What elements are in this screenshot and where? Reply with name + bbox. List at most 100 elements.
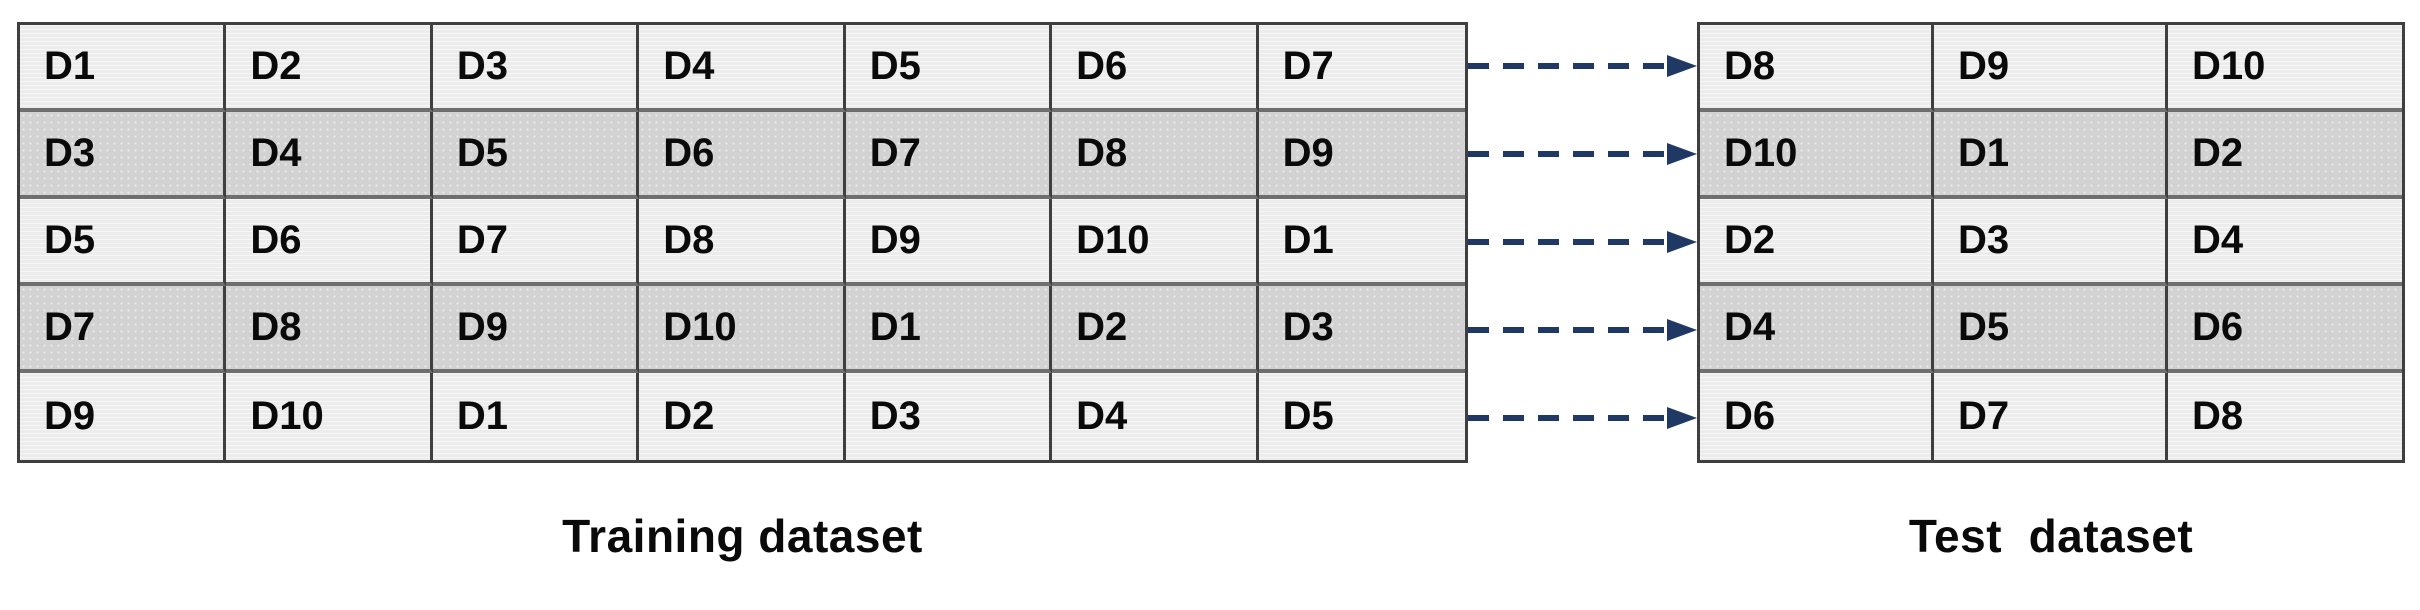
- test-cell-text: D5: [1958, 305, 2010, 349]
- test-cell-text: D1: [1958, 131, 2010, 175]
- training-cell-text: D3: [1282, 305, 1334, 349]
- training-cell-text: D8: [1076, 131, 1128, 175]
- test-cell-r3-c1: D2: [1700, 199, 1934, 286]
- test-cell-text: D9: [1958, 44, 2010, 88]
- training-cell-text: D2: [663, 394, 715, 438]
- row-mapping-arrow-1: [1468, 55, 1697, 77]
- training-cell-text: D9: [1282, 131, 1334, 175]
- training-cell-r1-c6: D6: [1052, 25, 1259, 112]
- test-cell-text: D4: [1724, 305, 1776, 349]
- training-cell-text: D2: [250, 44, 302, 88]
- test-cell-r2-c2: D1: [1934, 112, 2168, 199]
- training-cell-r3-c2: D6: [226, 199, 433, 286]
- arrowhead-icon: [1667, 319, 1697, 341]
- training-cell-r4-c7: D3: [1258, 286, 1465, 373]
- test-dataset-label: Test dataset: [1908, 510, 2194, 562]
- training-cell-r1-c7: D7: [1258, 25, 1465, 112]
- training-cell-r1-c1: D1: [20, 25, 227, 112]
- training-cell-text: D1: [1282, 218, 1334, 262]
- test-cell-r4-c1: D4: [1700, 286, 1934, 373]
- test-cell-r4-c2: D5: [1934, 286, 2168, 373]
- training-cell-text: D7: [456, 218, 508, 262]
- test-cell-text: D10: [1724, 131, 1798, 175]
- training-cell-text: D10: [250, 394, 324, 438]
- arrowhead-icon: [1667, 407, 1697, 429]
- test-cell-text: D10: [2192, 44, 2266, 88]
- training-cell-r2-c1: D3: [20, 112, 227, 199]
- training-cell-r3-c5: D9: [845, 199, 1053, 286]
- training-cell-r3-c4: D8: [639, 199, 846, 286]
- test-cell-text: D2: [2192, 131, 2244, 175]
- training-cell-text: D6: [1076, 44, 1128, 88]
- test-cell-r4-c3: D6: [2168, 286, 2402, 373]
- training-cell-r1-c4: D4: [639, 25, 846, 112]
- training-cell-r5-c7: D5: [1258, 373, 1465, 460]
- test-cell-text: D3: [1958, 218, 2010, 262]
- training-cell-r1-c3: D3: [432, 25, 640, 112]
- training-cell-text: D3: [44, 131, 96, 175]
- training-cell-text: D7: [869, 131, 921, 175]
- training-cell-r2-c7: D9: [1258, 112, 1465, 199]
- test-cell-text: D6: [1724, 394, 1776, 438]
- arrowhead-icon: [1667, 143, 1697, 165]
- training-cell-r1-c2: D2: [226, 25, 433, 112]
- training-cell-text: D9: [44, 394, 96, 438]
- test-cell-r2-c3: D2: [2168, 112, 2402, 199]
- test-cell-r1-c1: D8: [1700, 25, 1934, 112]
- training-cell-r4-c3: D9: [432, 286, 640, 373]
- training-cell-r4-c5: D1: [845, 286, 1053, 373]
- training-cell-text: D5: [44, 218, 96, 262]
- arrowhead-icon: [1667, 231, 1697, 253]
- row-mapping-arrow-2: [1468, 143, 1697, 165]
- test-cell-r1-c2: D9: [1934, 25, 2168, 112]
- training-cell-r5-c2: D10: [226, 373, 433, 460]
- test-cell-r5-c3: D8: [2168, 373, 2402, 460]
- training-cell-r2-c2: D4: [226, 112, 433, 199]
- training-cell-r5-c3: D1: [432, 373, 640, 460]
- test-cell-r2-c1: D10: [1700, 112, 1934, 199]
- arrowhead-icon: [1667, 55, 1697, 77]
- training-cell-text: D7: [44, 305, 96, 349]
- training-cell-text: D8: [250, 305, 302, 349]
- training-cell-r5-c4: D2: [639, 373, 846, 460]
- training-cell-r4-c6: D2: [1052, 286, 1259, 373]
- test-cell-r3-c3: D4: [2168, 199, 2402, 286]
- training-cell-r3-c1: D5: [20, 199, 227, 286]
- training-cell-text: D4: [250, 131, 302, 175]
- test-cell-text: D4: [2192, 218, 2244, 262]
- training-cell-text: D9: [456, 305, 508, 349]
- training-cell-r2-c3: D5: [432, 112, 640, 199]
- training-cell-r5-c1: D9: [20, 373, 227, 460]
- test-cell-r1-c3: D10: [2168, 25, 2402, 112]
- training-cell-r1-c5: D5: [845, 25, 1053, 112]
- test-cell-text: D7: [1958, 394, 2010, 438]
- test-cell-text: D6: [2192, 305, 2244, 349]
- training-cell-r4-c2: D8: [226, 286, 433, 373]
- training-cell-text: D2: [1076, 305, 1128, 349]
- training-cell-text: D3: [456, 44, 508, 88]
- training-cell-text: D5: [456, 131, 508, 175]
- training-cell-text: D4: [663, 44, 715, 88]
- training-cell-text: D6: [250, 218, 302, 262]
- row-mapping-arrow-4: [1468, 319, 1697, 341]
- training-cell-text: D10: [1076, 218, 1150, 262]
- test-cell-text: D8: [1724, 44, 1776, 88]
- training-cell-r3-c7: D1: [1258, 199, 1465, 286]
- training-cell-text: D1: [456, 394, 508, 438]
- training-cell-text: D1: [869, 305, 921, 349]
- training-cell-text: D5: [869, 44, 921, 88]
- training-cell-r3-c3: D7: [432, 199, 640, 286]
- training-cell-r3-c6: D10: [1052, 199, 1259, 286]
- training-cell-r4-c4: D10: [639, 286, 846, 373]
- test-cell-r5-c1: D6: [1700, 373, 1934, 460]
- training-cell-text: D3: [869, 394, 921, 438]
- training-cell-r2-c6: D8: [1052, 112, 1259, 199]
- training-cell-text: D10: [663, 305, 737, 349]
- test-cell-r3-c2: D3: [1934, 199, 2168, 286]
- row-mapping-arrow-3: [1468, 231, 1697, 253]
- test-cell-r5-c2: D7: [1934, 373, 2168, 460]
- training-cell-r4-c1: D7: [20, 286, 227, 373]
